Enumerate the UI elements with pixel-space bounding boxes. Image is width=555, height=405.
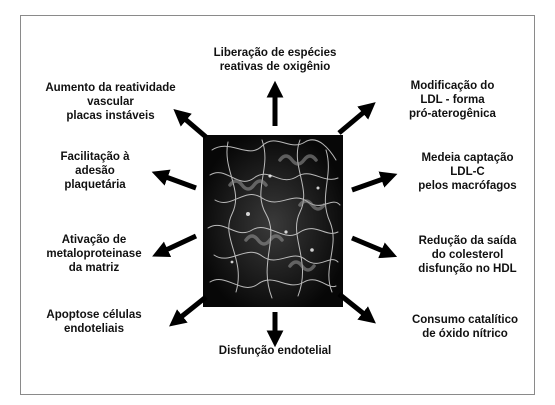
label-cholesterol-efflux: Redução da saída do colesterol disfunção… [418, 235, 517, 275]
label-platelet-adhesion: Facilitação à adesão plaquetária [60, 151, 130, 191]
label-apoptosis: Apoptose células endoteliais [46, 309, 142, 335]
arrow-top-left [173, 109, 208, 139]
arrows [151, 80, 398, 348]
protein-structure-image [203, 135, 343, 307]
label-reactive-oxygen: Liberação de espécies reativas de oxigên… [213, 47, 337, 73]
arrow-bottom-right [337, 292, 376, 324]
label-ldl-modification: Modificação do LDL - forma pró-aterogêni… [409, 80, 496, 120]
label-nitric-oxide: Consumo catalítico de óxido nítrico [411, 314, 519, 340]
arrow-left-lower [152, 233, 198, 257]
arrow-top-right [337, 102, 376, 135]
label-ldl-uptake: Medeia captação LDL-C pelos macrófagos [418, 152, 517, 192]
label-metalloproteinase: Ativação de metaloproteinase da matriz [46, 234, 142, 274]
arrow-bottom-left [169, 295, 208, 327]
arrow-right-lower [351, 235, 398, 259]
arrow-left-upper [151, 169, 197, 191]
label-endothelial-dysfunction: Disfunção endotelial [218, 345, 332, 357]
arrow-right-upper [351, 171, 398, 193]
label-vascular-reactivity: Aumento da reatividade vascular placas i… [45, 82, 176, 122]
protein-background [203, 135, 343, 307]
